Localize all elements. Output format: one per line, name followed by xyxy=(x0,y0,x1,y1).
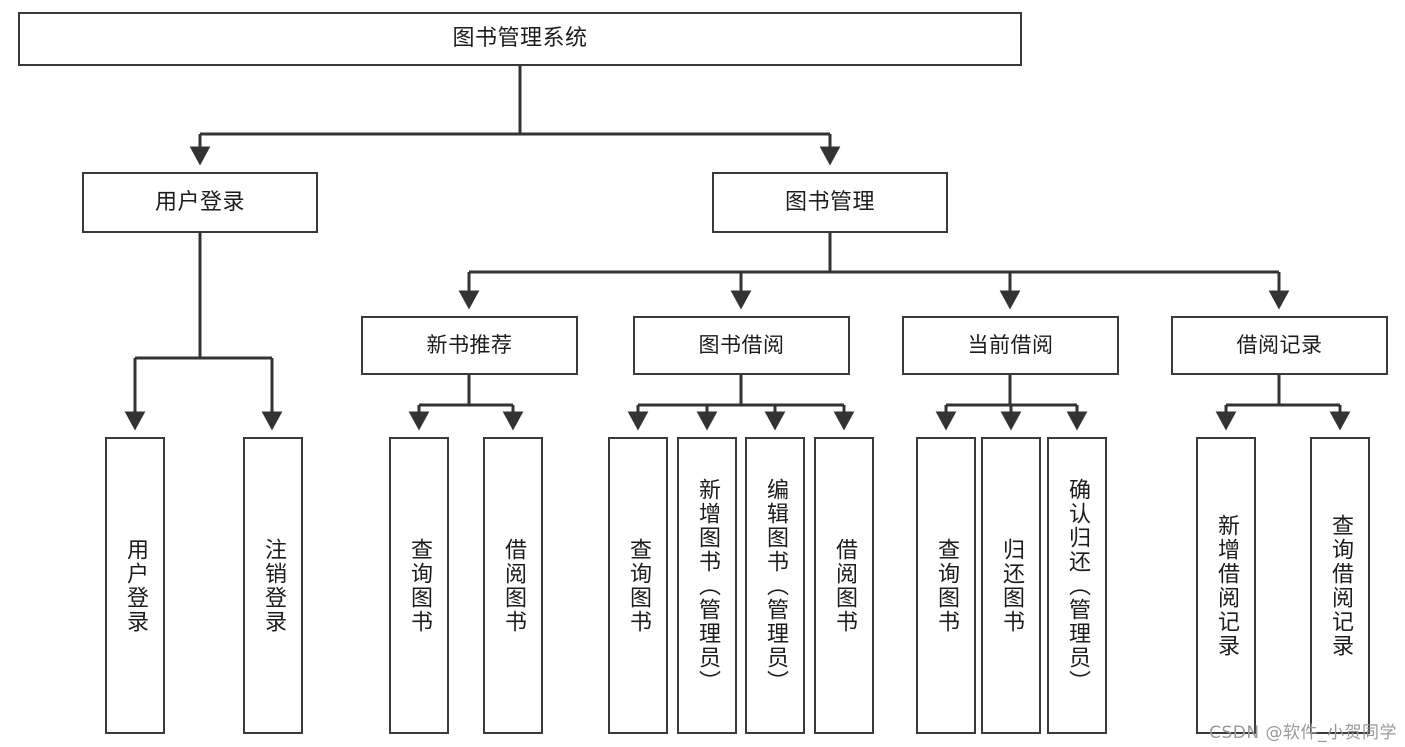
node-leaf-return-book[interactable]: 归还图书 xyxy=(981,437,1041,734)
node-leaf-logout-login[interactable]: 注销登录 xyxy=(243,437,303,734)
node-leaf-borrow-book-2-label: 借阅图书 xyxy=(831,537,857,634)
node-leaf-query-book-3-label: 查询图书 xyxy=(933,537,959,634)
node-leaf-add-borrow-record-label: 新增借阅记录 xyxy=(1213,513,1239,658)
node-root-label: 图书管理系统 xyxy=(452,26,588,52)
node-user-login-label: 用户登录 xyxy=(154,189,245,215)
node-user-login[interactable]: 用户登录 xyxy=(82,172,318,233)
node-leaf-logout-login-label: 注销登录 xyxy=(260,537,286,634)
node-leaf-query-book-2-label: 查询图书 xyxy=(625,537,651,634)
node-book-manage[interactable]: 图书管理 xyxy=(712,172,948,233)
node-leaf-query-borrow-record-label: 查询借阅记录 xyxy=(1327,513,1353,658)
node-leaf-query-book-1[interactable]: 查询图书 xyxy=(389,437,449,734)
csdn-watermark: CSDN @软件_小贺同学 xyxy=(1209,723,1397,743)
node-new-book-recommend-label: 新书推荐 xyxy=(426,333,513,358)
node-leaf-user-login-label: 用户登录 xyxy=(122,537,148,634)
node-book-borrow[interactable]: 图书借阅 xyxy=(633,316,850,375)
node-leaf-add-book-label: 新增图书（管理员） xyxy=(694,477,720,694)
node-leaf-return-book-label: 归还图书 xyxy=(998,537,1024,634)
node-current-borrow[interactable]: 当前借阅 xyxy=(902,316,1119,375)
node-borrow-record-label: 借阅记录 xyxy=(1236,333,1323,358)
node-book-borrow-label: 图书借阅 xyxy=(698,333,785,358)
node-leaf-edit-book-label: 编辑图书（管理员） xyxy=(762,477,788,694)
node-leaf-add-borrow-record[interactable]: 新增借阅记录 xyxy=(1196,437,1256,734)
node-leaf-borrow-book-2[interactable]: 借阅图书 xyxy=(814,437,874,734)
node-leaf-query-book-2[interactable]: 查询图书 xyxy=(608,437,668,734)
node-leaf-query-book-1-label: 查询图书 xyxy=(406,537,432,634)
node-current-borrow-label: 当前借阅 xyxy=(967,333,1054,358)
node-new-book-recommend[interactable]: 新书推荐 xyxy=(361,316,578,375)
node-leaf-query-book-3[interactable]: 查询图书 xyxy=(916,437,976,734)
node-leaf-user-login[interactable]: 用户登录 xyxy=(105,437,165,734)
node-book-manage-label: 图书管理 xyxy=(784,189,875,215)
node-leaf-add-book[interactable]: 新增图书（管理员） xyxy=(677,437,737,734)
node-leaf-borrow-book-1[interactable]: 借阅图书 xyxy=(483,437,543,734)
node-root[interactable]: 图书管理系统 xyxy=(18,12,1022,66)
node-borrow-record[interactable]: 借阅记录 xyxy=(1171,316,1388,375)
node-leaf-edit-book[interactable]: 编辑图书（管理员） xyxy=(745,437,805,734)
node-leaf-confirm-return[interactable]: 确认归还（管理员） xyxy=(1047,437,1107,734)
node-leaf-query-borrow-record[interactable]: 查询借阅记录 xyxy=(1310,437,1370,734)
node-leaf-confirm-return-label: 确认归还（管理员） xyxy=(1064,477,1090,694)
node-leaf-borrow-book-1-label: 借阅图书 xyxy=(500,537,526,634)
